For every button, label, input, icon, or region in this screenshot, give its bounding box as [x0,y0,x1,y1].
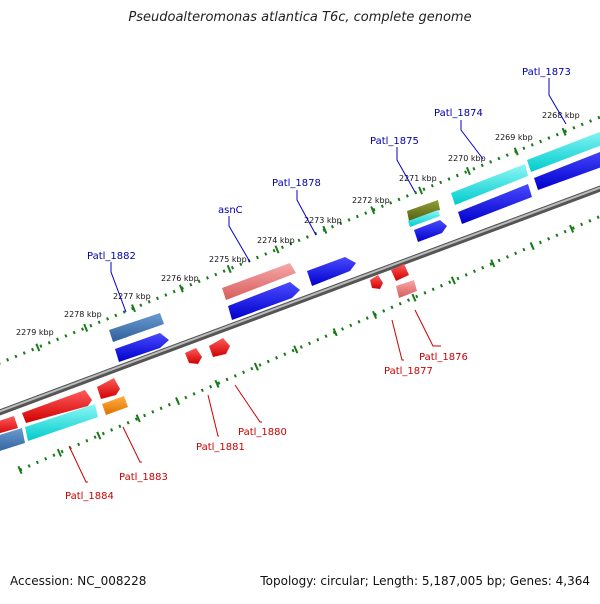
inner-major-tick-4 [175,397,181,406]
kbp-label-2271: 2271 kbp [399,174,437,183]
inner-major-tick-9 [372,310,378,320]
inner-major-tick-10 [411,293,417,302]
gene-patl-1874[interactable] [458,184,532,224]
outer-major-ticks [35,127,567,352]
reverse-genes [0,264,417,436]
outer-tick-ring [0,115,600,365]
gene-patl-1882[interactable] [115,333,169,362]
gene-left-red[interactable] [0,416,18,436]
kbp-label-2269: 2269 kbp [495,133,533,142]
outer-major-tick-4 [178,284,184,293]
inner-major-tick-2 [96,431,102,440]
label-patl-1883[interactable]: Patl_1883 [119,472,168,483]
kbp-label-2279: 2279 kbp [16,328,54,337]
outer-major-tick-8 [370,206,376,215]
outer-major-tick-10 [465,166,471,176]
gene-patl-1880[interactable] [209,338,230,357]
gene-patl-1884-cyan[interactable] [25,404,98,441]
gene-patl-1884[interactable] [22,390,92,423]
kbp-label-2276: 2276 kbp [161,274,199,283]
inner-major-tick-11 [450,276,456,285]
gene-left-steel[interactable] [0,428,25,454]
reverse-gene-labels: Patl_1876 Patl_1877 Patl_1880 Patl_1881 … [65,352,468,502]
outer-major-tick-2 [83,323,89,332]
label-patl-1873[interactable]: Patl_1873 [522,67,571,78]
label-patl-1880[interactable]: Patl_1880 [238,427,287,438]
gene-patl-1873[interactable] [534,148,600,190]
label-patl-1875[interactable]: Patl_1875 [370,136,419,147]
gene-patl-1874-cds[interactable] [451,164,528,205]
inner-major-tick-0 [17,465,23,475]
gene-patl-1882-steel[interactable] [109,313,164,342]
label-patl-1881[interactable]: Patl_1881 [196,442,245,453]
inner-major-tick-8 [332,328,338,337]
gene-asnc-pink[interactable] [222,263,296,300]
inner-major-tick-13 [529,241,535,251]
inner-major-tick-7 [293,345,299,354]
inner-major-tick-14 [569,224,575,233]
gene-patl-1877[interactable] [370,275,383,289]
outer-major-tick-5 [226,264,232,274]
inner-major-ticks [17,224,575,475]
kbp-label-2272: 2272 kbp [352,196,390,205]
label-patl-1882[interactable]: Patl_1882 [87,251,136,262]
genome-summary-text: Topology: circular; Length: 5,187,005 bp… [260,574,590,588]
kbp-label-2277: 2277 kbp [113,292,151,301]
kbp-label-2278: 2278 kbp [64,310,102,319]
gene-patl-1876-red[interactable] [391,264,409,281]
label-patl-1884[interactable]: Patl_1884 [65,491,114,502]
inner-major-tick-12 [490,259,496,268]
gene-patl-1881[interactable] [185,348,202,364]
kbp-label-2270: 2270 kbp [448,154,486,163]
gene-patl-1878[interactable] [307,257,356,286]
inner-major-tick-3 [135,414,141,423]
label-patl-1876[interactable]: Patl_1876 [419,352,468,363]
gene-patl-1883[interactable] [102,396,128,415]
forward-genes [0,128,600,454]
gene-patl-1873-cds[interactable] [527,128,600,172]
gene-asnc[interactable] [228,282,300,320]
outer-major-tick-1 [35,343,41,352]
gene-patl-1875-olive[interactable] [407,200,440,221]
reverse-leaders [68,309,441,483]
genome-backbone [0,185,600,416]
inner-major-tick-6 [253,362,259,371]
label-patl-1874[interactable]: Patl_1874 [434,108,483,119]
outer-major-tick-11 [513,147,519,156]
kbp-label-2274: 2274 kbp [257,236,295,245]
inner-major-tick-5 [214,379,220,388]
kbp-label-2275: 2275 kbp [209,255,247,264]
outer-major-tick-3 [131,304,136,313]
label-asnc[interactable]: asnC [218,205,243,216]
gene-patl-1883-red[interactable] [97,378,120,399]
outer-major-tick-9 [418,186,424,195]
inner-major-tick-1 [56,448,62,457]
outer-major-tick-6 [274,245,280,254]
forward-gene-labels: Patl_1873 Patl_1874 Patl_1875 Patl_1878 … [87,67,571,262]
gene-patl-1876[interactable] [396,280,417,298]
map-title: Pseudoalteromonas atlantica T6c, complet… [128,10,472,25]
gene-patl-1875-cyan[interactable] [408,210,440,227]
outer-major-tick-7 [322,225,328,234]
gene-patl-1875[interactable] [414,220,447,242]
kbp-label-2273: 2273 kbp [304,216,342,225]
label-patl-1877[interactable]: Patl_1877 [384,366,433,377]
accession-text: Accession: NC_008228 [10,574,147,588]
outer-major-tick-12 [561,127,567,136]
forward-leaders [110,78,567,313]
label-patl-1878[interactable]: Patl_1878 [272,178,321,189]
